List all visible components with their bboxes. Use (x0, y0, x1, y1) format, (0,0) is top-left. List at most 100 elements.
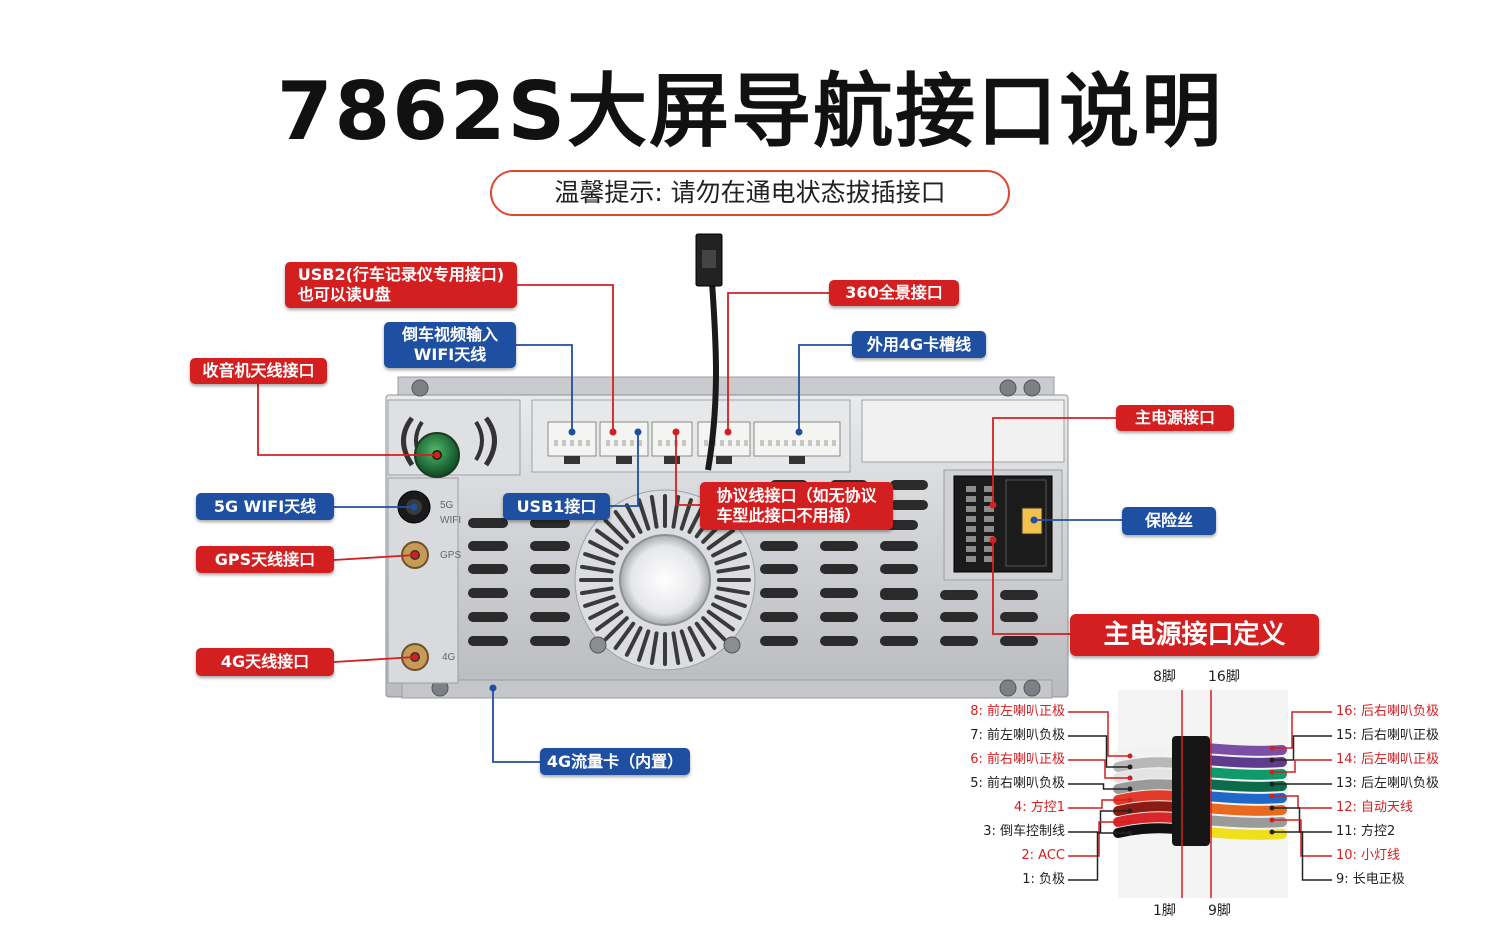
fan-fin (716, 564, 750, 574)
pin-label-left: 3: 倒车控制线 (983, 824, 1065, 839)
connector-pin (554, 440, 558, 446)
harness-wire-left (1113, 757, 1181, 772)
fan-fin (624, 626, 643, 657)
360-camera-label: 360全景接口 (829, 280, 959, 306)
pin-leader-dot (1127, 808, 1133, 814)
fan-fin (588, 602, 619, 621)
pin-leader-dot (1127, 764, 1133, 770)
pin-leader-dot (1127, 830, 1133, 836)
connector-latch (716, 456, 732, 464)
connector-pin (682, 440, 686, 446)
pin-9-foot-label: 9脚 (1208, 903, 1231, 919)
power-pin (966, 526, 976, 532)
fan-fin (588, 539, 619, 558)
vent-slot (530, 636, 570, 646)
connector-pin (832, 440, 836, 446)
pin-leader-dot (1269, 769, 1275, 775)
fan-fin (687, 626, 706, 657)
vent-slot (468, 636, 508, 646)
connector-pin (614, 440, 618, 446)
fan-fin (714, 552, 747, 566)
connector-pin (704, 440, 708, 446)
pin-leader-dot (1127, 797, 1133, 803)
pin-leader-right (1272, 711, 1332, 749)
fan-fin (694, 621, 717, 650)
fan-fin (716, 586, 750, 596)
connector-port (753, 421, 841, 457)
harness-wire-right (1201, 755, 1287, 768)
harness-wire-left (1113, 812, 1181, 827)
connector-pin (622, 440, 626, 446)
vent-slot (760, 588, 798, 598)
callout-lines (257, 284, 1122, 763)
vent-slot (530, 564, 570, 574)
vent-slot (1000, 636, 1038, 646)
pin-leader-right (1272, 735, 1332, 761)
main-power-label: 主电源接口 (1116, 405, 1234, 431)
fan-fin (603, 518, 629, 544)
panel-mark-gps: GPS (440, 550, 461, 561)
5g-wifi-antenna-label: 5G WIFI天线 (196, 493, 334, 520)
power-pin (966, 486, 976, 492)
vent-slot (468, 518, 508, 528)
vent-slot (820, 541, 858, 551)
pin-leader-dot (1269, 757, 1275, 763)
pin-leader-left (1068, 799, 1130, 809)
pin-leader-dot (1269, 745, 1275, 751)
connector-pin (768, 440, 772, 446)
pin-label-left: 6: 前右喇叭正极 (970, 752, 1065, 767)
page-title: 7862S大屏导航接口说明 (276, 65, 1224, 158)
power-pin (966, 516, 976, 522)
vent-slot (530, 612, 570, 622)
fan-fin (603, 616, 629, 642)
harness-wire-right (1201, 743, 1287, 756)
pin-leader-dot (1127, 786, 1133, 792)
connector-pin (606, 440, 610, 446)
fan-fin (679, 629, 693, 662)
fan-fin (624, 503, 643, 534)
connector-pin (808, 440, 812, 446)
usb2-label: USB2(行车记录仪专用接口) 也可以读U盘 (285, 262, 517, 308)
pin-label-right: 13: 后左喇叭负极 (1336, 776, 1440, 791)
harness-wire-right (1201, 779, 1287, 792)
fan-fin (595, 528, 624, 551)
external-4g-card-label: 外用4G卡槽线 (852, 331, 986, 358)
fan-fin (706, 609, 735, 632)
cooling-fan (574, 489, 756, 671)
pin-label-right: 14: 后左喇叭正极 (1336, 752, 1440, 767)
fan-fin (637, 498, 651, 531)
panel-mark-5g: 5G (440, 500, 454, 511)
vent-slot (530, 541, 570, 551)
fan-fin (714, 594, 747, 608)
vent-slot (1000, 612, 1038, 622)
pin-label-left: 4: 方控1 (1013, 800, 1065, 815)
pin-leader-lines (1068, 711, 1332, 881)
connector-pin (658, 440, 662, 446)
pin-label-right: 16: 后右喇叭负极 (1336, 704, 1440, 719)
vent-slot (880, 612, 918, 622)
vent-slot (468, 588, 508, 598)
warning-tip: 温馨提示: 请勿在通电状态拔插接口 (490, 170, 1010, 216)
pin-leader-left (1068, 821, 1130, 857)
connector-latch (789, 456, 805, 464)
pin-label-right: 9: 长电正极 (1336, 872, 1405, 887)
connector-pin (744, 440, 748, 446)
vent-slot (468, 541, 508, 551)
pin-8-foot-label: 8脚 (1153, 669, 1176, 685)
black-cable (695, 233, 723, 471)
pin-leader-dot (1127, 819, 1133, 825)
screw (999, 379, 1017, 397)
connector-port (651, 421, 693, 457)
harness-wire-left (1113, 790, 1181, 805)
screw (1023, 679, 1041, 697)
screw (589, 636, 607, 654)
power-pin (984, 496, 994, 502)
connector-pin (562, 440, 566, 446)
vent-slot (880, 590, 918, 600)
fan-fin (671, 631, 681, 665)
connector-pin (800, 440, 804, 446)
vent-slot (760, 564, 798, 574)
pin-label-left: 8: 前左喇叭正极 (970, 704, 1065, 719)
pin-label-right: 11: 方控2 (1336, 824, 1396, 839)
vent-slot (890, 500, 928, 510)
